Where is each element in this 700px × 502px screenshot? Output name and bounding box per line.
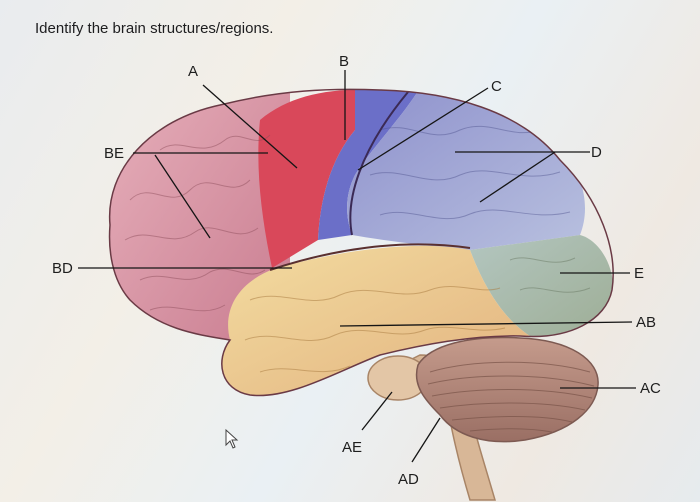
cerebellum-folia (427, 361, 595, 433)
leader-lines (78, 70, 636, 463)
temporal-texture (244, 286, 506, 373)
occipital-lobe (470, 235, 614, 337)
label-ad: AD (398, 471, 419, 488)
leader-be-diag (154, 154, 211, 239)
label-c: C (491, 78, 502, 95)
gyri-texture (124, 134, 271, 312)
label-a: A (188, 63, 198, 80)
parietal-texture (369, 125, 571, 220)
temporal-lobe (222, 245, 530, 396)
central-sulcus (349, 91, 409, 236)
somatosensory-cortex (318, 89, 420, 240)
label-bd: BD (52, 260, 73, 277)
primary-motor-cortex (258, 89, 375, 268)
question-prompt: Identify the brain structures/regions. (35, 20, 274, 37)
leader-a (202, 84, 298, 169)
label-ab: AB (636, 314, 656, 331)
leader-d-diag (479, 151, 556, 203)
label-b: B (339, 53, 349, 70)
lateral-sulcus (269, 243, 471, 271)
occipital-texture (509, 257, 591, 293)
label-e: E (634, 265, 644, 282)
mouse-pointer-icon (225, 428, 239, 449)
leader-ab (339, 321, 633, 327)
label-be: BE (104, 145, 124, 162)
label-ae: AE (342, 439, 362, 456)
leader-c (357, 87, 489, 171)
leader-ae (361, 391, 393, 431)
cerebrum-outline (108, 88, 614, 397)
label-d: D (591, 144, 602, 161)
label-ac: AC (640, 380, 661, 397)
leader-ad (411, 417, 441, 463)
